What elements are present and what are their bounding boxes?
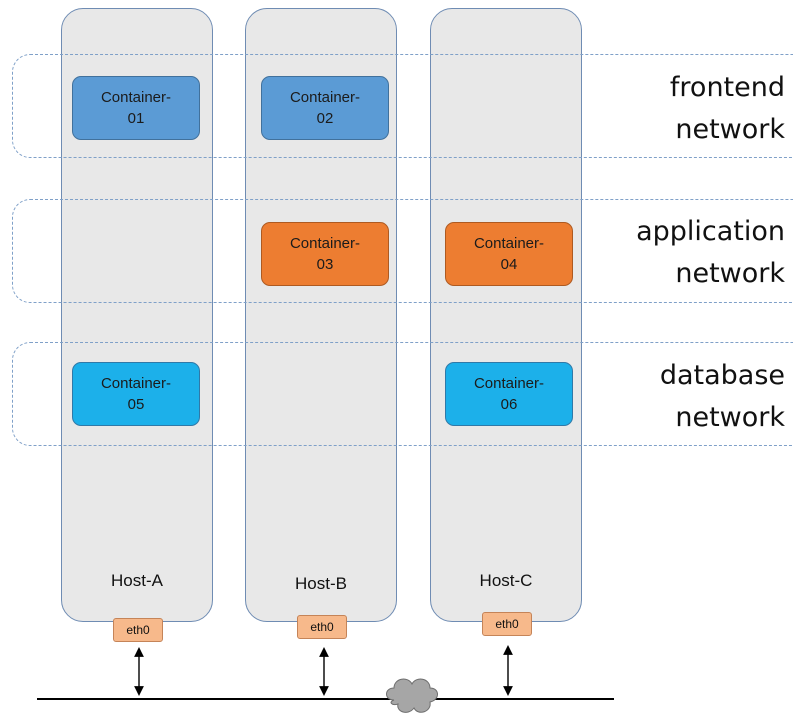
- container-01: Container- 01: [72, 76, 200, 140]
- frontend-network-label-line2: network: [675, 114, 785, 145]
- container-06-line2: 06: [500, 396, 518, 413]
- container-03-line1: Container-: [289, 235, 361, 252]
- container-04: Container- 04: [445, 222, 573, 286]
- application-network-label-line1: application: [636, 216, 785, 247]
- container-02-line1: Container-: [289, 89, 361, 106]
- container-04-line1: Container-: [473, 235, 545, 252]
- container-01-line1: Container-: [100, 89, 172, 106]
- host-a-label: Host-A: [111, 571, 163, 590]
- frontend-network-label-line1: frontend: [669, 72, 785, 103]
- container-06-line1: Container-: [473, 375, 545, 392]
- container-04-line2: 04: [500, 256, 518, 273]
- container-05: Container- 05: [72, 362, 200, 426]
- container-05-line1: Container-: [100, 375, 172, 392]
- container-05-line2: 05: [127, 396, 145, 413]
- database-network-label-line1: database: [659, 360, 785, 391]
- container-03: Container- 03: [261, 222, 389, 286]
- host-c-label: Host-C: [479, 571, 533, 590]
- host-c-eth0: eth0: [482, 612, 532, 636]
- container-02: Container- 02: [261, 76, 389, 140]
- application-network-label-line2: network: [675, 258, 785, 289]
- container-06: Container- 06: [445, 362, 573, 426]
- container-01-line2: 01: [127, 110, 145, 127]
- container-02-line2: 02: [316, 110, 334, 127]
- database-network-label-line2: network: [675, 402, 785, 433]
- cloud-icon: [386, 678, 438, 713]
- host-b-label: Host-B: [295, 574, 347, 593]
- database-network-label: database network: [660, 355, 785, 439]
- container-03-line2: 03: [316, 256, 334, 273]
- application-network-label: application network: [636, 211, 785, 295]
- frontend-network-label: frontend network: [670, 67, 785, 151]
- host-a-eth0: eth0: [113, 618, 163, 642]
- host-b-eth0: eth0: [297, 615, 347, 639]
